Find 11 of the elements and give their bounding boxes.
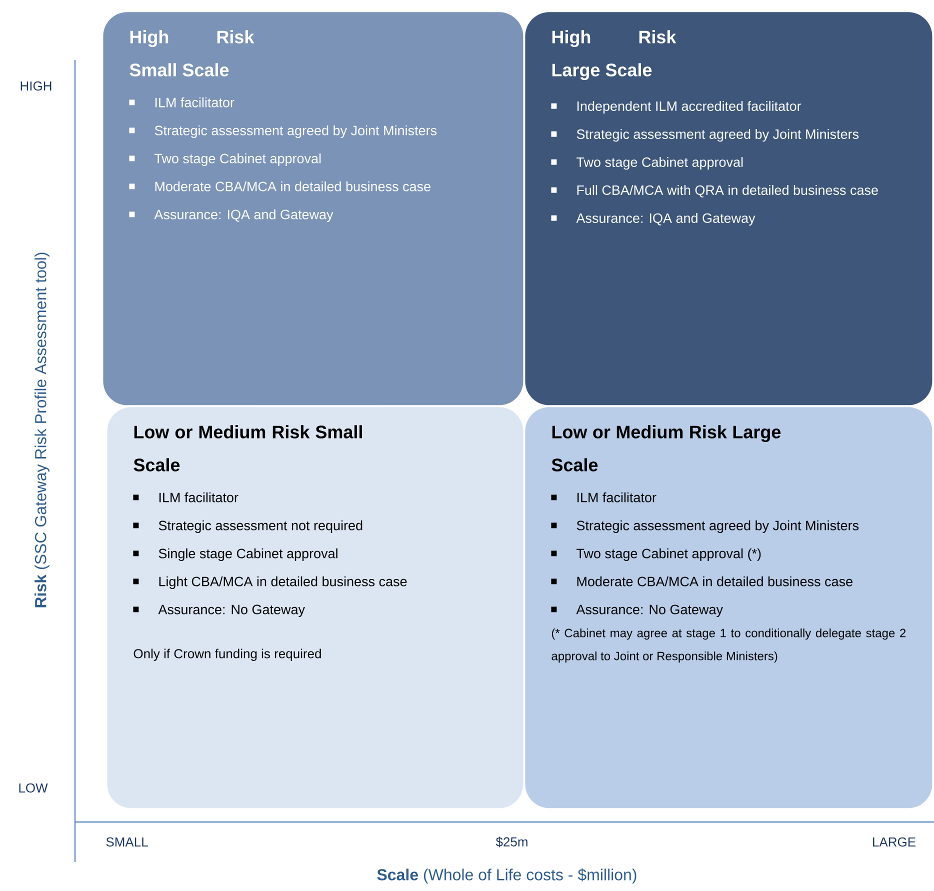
quadrant-box: High Risk Small Scale ILM facilitator Strategic assessment agreed by Joint Ministers Two stage Cabinet approval Moderate CBA/MCA in detailed business case Assurance: IQA and Gateway	[103, 12, 524, 406]
axis-label: HIGH	[20, 81, 52, 91]
axis-label: Risk (SSC Gateway Risk Profile Assessment tool)	[34, 252, 50, 608]
axis-label: LOW	[19, 783, 48, 793]
axis-label: SMALL	[106, 837, 148, 847]
quadrant-box: High Risk Large Scale Independent ILM accredited facilitator Strategic assessment agreed by Joint Ministers Two stage Cabinet approval Full CBA/MCA with QRA in detailed business case Assurance: IQA and Gateway	[525, 12, 932, 406]
axis-label: Scale (Whole of Life costs - $million)	[377, 868, 636, 884]
quadrant-box: Low or Medium Risk Small Scale ILM facilitator Strategic assessment not required Single stage Cabinet approval Light CBA/MCA in detailed business case Assurance: No Gateway Only if Crown funding is required	[107, 407, 524, 808]
axis-label: LARGE	[873, 837, 916, 847]
quadrant-box: Low or Medium Risk Large Scale ILM facilitator Strategic assessment agreed by Joint Ministers Two stage Cabinet approval (*) Moderate CBA/MCA in detailed business case Assurance: No Gateway (* Cabinet may agree at stage 1 to conditionally delegate stage 2 approval to Joint or Responsible Ministers)	[525, 407, 932, 808]
axis-label: $25m	[496, 836, 528, 848]
